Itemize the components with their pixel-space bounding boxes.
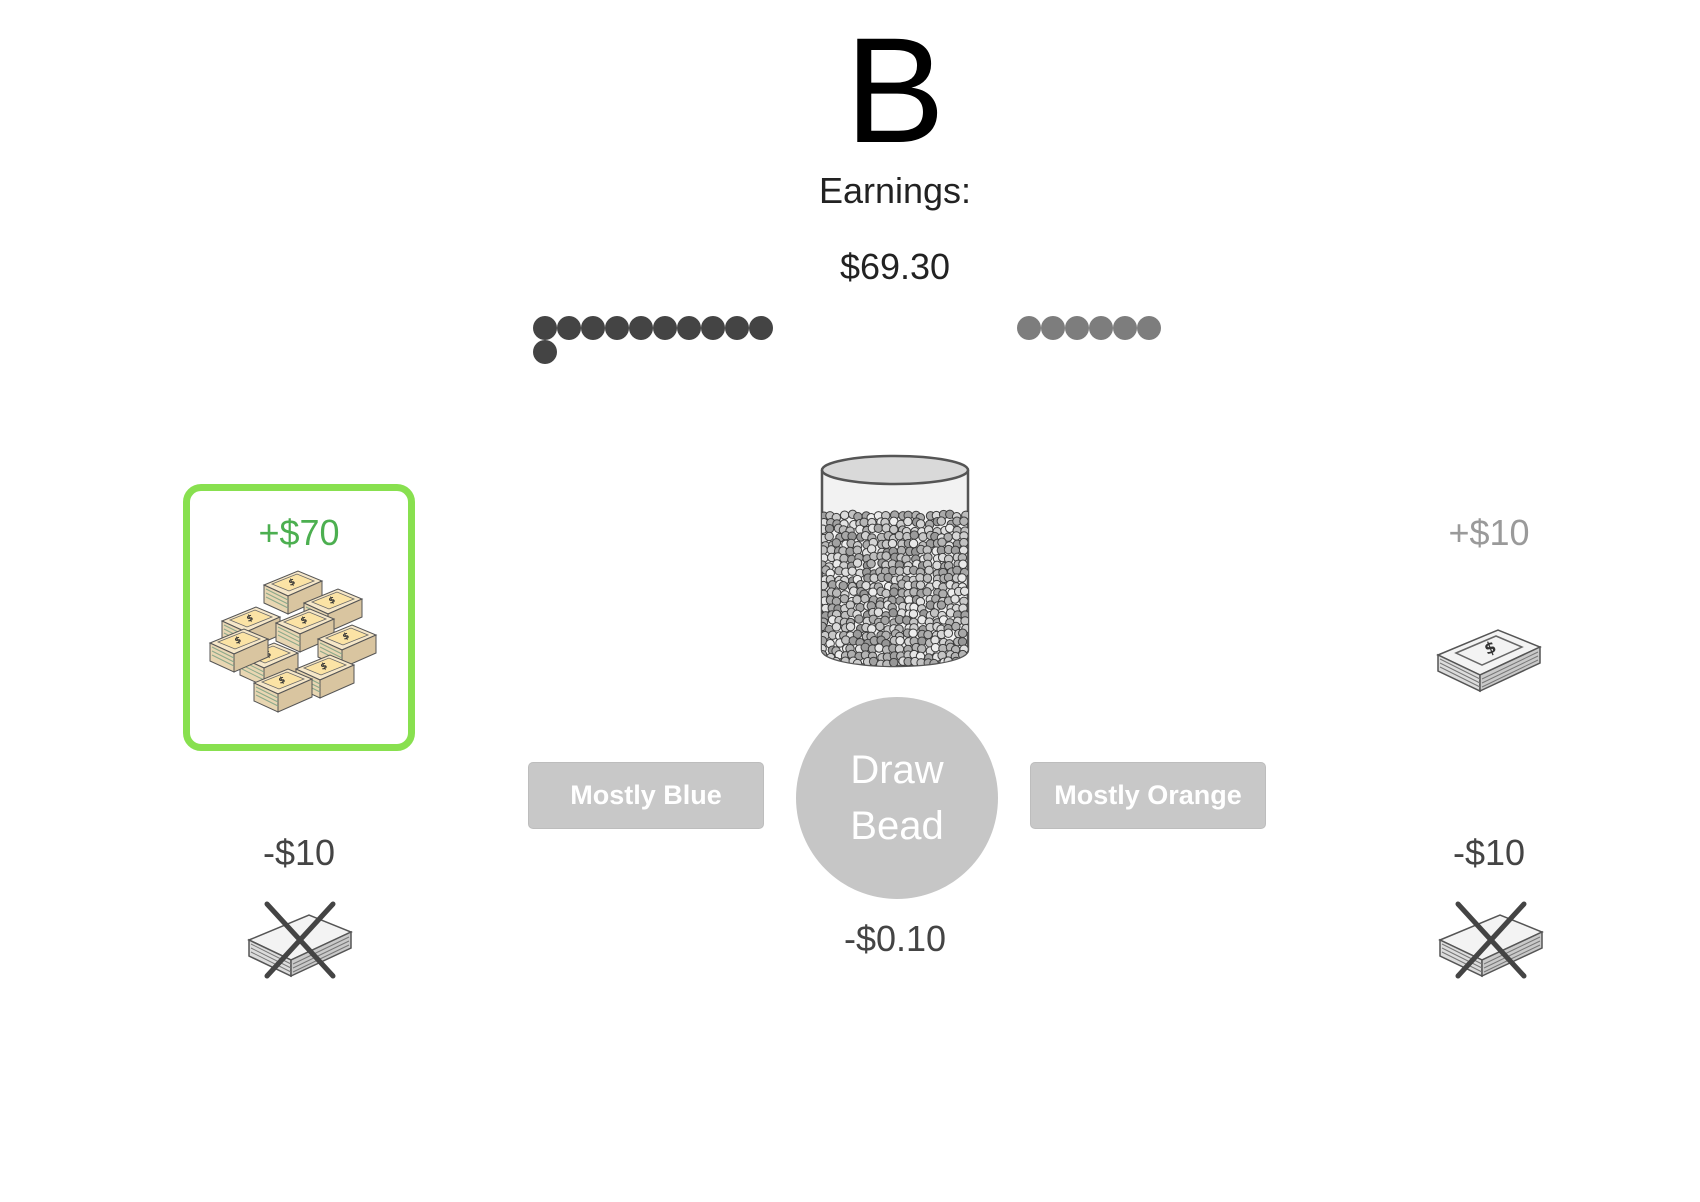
draw-bead-button[interactable]: Draw Bead xyxy=(796,697,998,899)
earnings-value: $69.30 xyxy=(839,246,951,287)
svg-text:$: $ xyxy=(341,631,351,643)
drawn-bead xyxy=(605,316,629,340)
drawn-bead xyxy=(749,316,773,340)
reward-card-blue: +$70 $ $ $ xyxy=(183,484,415,751)
drawn-bead xyxy=(1017,316,1041,340)
svg-text:$: $ xyxy=(327,595,337,607)
earnings-label: Earnings: xyxy=(818,170,972,211)
svg-text:$: $ xyxy=(299,615,309,627)
svg-text:$: $ xyxy=(319,661,329,673)
jar-letter: B xyxy=(844,6,946,174)
drawn-bead xyxy=(1065,316,1089,340)
bead-jar-icon xyxy=(818,450,972,677)
drawn-bead xyxy=(629,316,653,340)
drawn-bead xyxy=(1113,316,1137,340)
drawn-bead xyxy=(1137,316,1161,340)
drawn-bead xyxy=(1089,316,1113,340)
draw-bead-label-line2: Bead xyxy=(850,804,944,848)
svg-text:$: $ xyxy=(245,613,255,625)
mostly-orange-button[interactable]: Mostly Orange xyxy=(1030,762,1266,829)
right-bead-tally xyxy=(1017,316,1277,340)
drawn-bead xyxy=(725,316,749,340)
money-stacks-icon: $ $ $ $ xyxy=(190,567,408,722)
crossed-money-icon xyxy=(1436,900,1546,985)
penalty-amount-right: -$10 xyxy=(1452,832,1526,873)
drawn-bead xyxy=(701,316,725,340)
drawn-bead xyxy=(677,316,701,340)
reward-card-orange: +$10 $ xyxy=(1373,484,1605,751)
crossed-money-icon xyxy=(245,900,355,985)
reward-amount-right: +$10 xyxy=(1448,512,1530,553)
money-stack-icon: $ xyxy=(1380,615,1598,700)
drawn-bead xyxy=(557,316,581,340)
drawn-bead xyxy=(581,316,605,340)
drawn-bead xyxy=(533,340,557,364)
left-bead-tally xyxy=(533,316,783,364)
drawn-bead xyxy=(1041,316,1065,340)
svg-text:$: $ xyxy=(233,635,243,647)
mostly-blue-button[interactable]: Mostly Blue xyxy=(528,762,764,829)
svg-text:$: $ xyxy=(287,577,297,589)
svg-text:$: $ xyxy=(277,675,287,687)
penalty-amount-left: -$10 xyxy=(262,832,336,873)
draw-cost: -$0.10 xyxy=(843,918,947,959)
drawn-bead xyxy=(533,316,557,340)
drawn-bead xyxy=(653,316,677,340)
reward-amount-left: +$70 xyxy=(258,512,340,553)
draw-bead-label-line1: Draw xyxy=(850,748,944,792)
